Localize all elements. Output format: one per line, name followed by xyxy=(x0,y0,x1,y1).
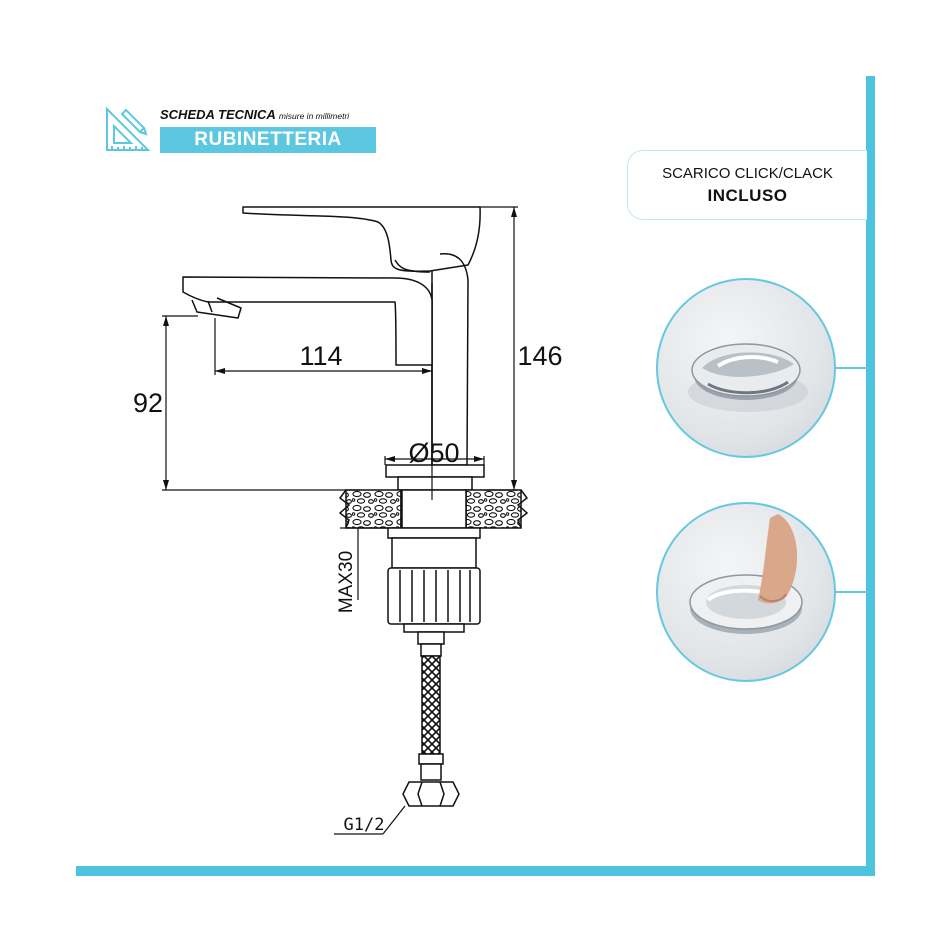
info-box-line1: SCARICO CLICK/CLACK xyxy=(662,165,833,182)
spout-height-label: 92 xyxy=(133,388,163,418)
frame-bottom-border xyxy=(76,866,875,876)
spout-reach-label: 114 xyxy=(299,341,342,371)
connection-label: G1/2 xyxy=(344,815,385,835)
frame-right-border xyxy=(866,76,875,876)
faucet-body xyxy=(182,206,481,466)
header-title: SCHEDA TECNICA xyxy=(160,107,276,122)
info-box-line2: INCLUSO xyxy=(707,186,788,205)
drain-press-photo xyxy=(656,502,836,682)
mounting-kit xyxy=(387,489,481,633)
photo1-connector xyxy=(835,367,868,369)
photo2-connector xyxy=(835,591,868,593)
drain-info-box: SCARICO CLICK/CLACK INCLUSO xyxy=(627,150,867,220)
base-diameter-label: Ø50 xyxy=(408,438,459,468)
max-thickness-label: MAX30 xyxy=(336,551,357,613)
faucet-base xyxy=(385,464,485,491)
header-subtitle: misure in millimetri xyxy=(278,111,350,121)
flexible-hose xyxy=(402,631,460,807)
dimension-arrowheads xyxy=(163,207,517,490)
drain-closed-photo xyxy=(656,278,836,458)
header-banner: RUBINETTERIA xyxy=(160,127,376,153)
ruler-pencil-icon xyxy=(106,106,151,151)
dimension-lines xyxy=(162,206,518,835)
total-height-label: 146 xyxy=(517,341,562,371)
